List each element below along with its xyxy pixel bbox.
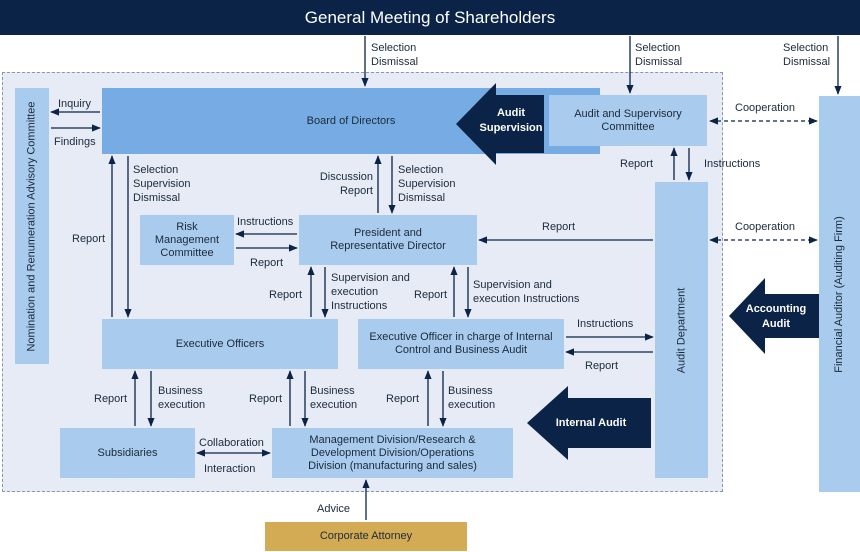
eo-internal-control-box: Executive Officer in charge of Internal …	[358, 319, 564, 369]
subsidiaries-label: Subsidiaries	[97, 446, 158, 459]
management-division-label: Management Division/Research & Developme…	[308, 433, 477, 472]
nomination-committee-label: Nomination and Renumeration Advisory Com…	[25, 100, 38, 352]
risk-report-label: Report	[250, 257, 284, 269]
report-to-ac-label: Report	[620, 158, 654, 170]
instructions-audit-dept-label: Instructions	[577, 318, 634, 330]
executive-officers-box: Executive Officers	[102, 319, 338, 369]
audit-supervision-label: Audit Supervision	[479, 107, 543, 134]
president-box: President and Representative Director	[299, 215, 477, 265]
president-label: President and Representative Director	[330, 227, 446, 252]
subsidiaries-report-label: Report	[94, 393, 128, 405]
audit-department-box: Audit Department	[655, 182, 708, 478]
inquiry-label: Inquiry	[58, 98, 92, 110]
cooperation-label-1: Cooperation	[735, 102, 795, 114]
subsidiaries-box: Subsidiaries	[60, 428, 195, 478]
advice-label: Advice	[317, 503, 351, 515]
selection-dismissal-label-1: Selection Dismissal	[371, 42, 419, 68]
instructions-from-ac-label: Instructions	[704, 158, 761, 170]
audit-dept-report-label: Report	[542, 221, 576, 233]
instructions-risk-label: Instructions	[237, 216, 294, 228]
audit-dept-report-eoi-label: Report	[585, 360, 619, 372]
discussion-report-label: Discussion Report	[319, 171, 373, 197]
audit-department-label: Audit Department	[675, 287, 688, 373]
corporate-attorney-label: Corporate Attorney	[319, 530, 413, 542]
eoi-report-label: Report	[414, 289, 448, 301]
corporate-attorney-box: Corporate Attorney	[265, 522, 467, 551]
mgmt-report-label-2: Report	[386, 393, 420, 405]
management-division-box: Management Division/Research & Developme…	[272, 428, 513, 478]
selection-dismissal-label-2: Selection Dismissal	[635, 42, 683, 68]
general-meeting-header: General Meeting of Shareholders	[0, 0, 860, 35]
nomination-committee-box: Nomination and Renumeration Advisory Com…	[15, 88, 49, 364]
business-execution-label-2: Business execution	[310, 385, 358, 411]
cooperation-label-2: Cooperation	[735, 221, 795, 233]
audit-committee-box: Audit and Supervisory Committee	[549, 95, 707, 146]
eo-internal-control-label: Executive Officer in charge of Internal …	[369, 331, 553, 356]
risk-committee-box: Risk Management Committee	[140, 215, 234, 265]
selection-supervision-dismissal-label-1: Selection Supervision Dismissal	[133, 164, 191, 204]
page-title: General Meeting of Shareholders	[304, 7, 556, 27]
financial-auditor-box: Financial Auditor (Auditing Firm)	[819, 96, 860, 492]
accounting-audit-label: Accounting Audit	[745, 303, 807, 330]
eo-report-to-president-label: Report	[269, 289, 303, 301]
selection-dismissal-label-3: Selection Dismissal	[783, 42, 831, 68]
supervision-execution-label-1: Supervision and execution Instructions	[331, 272, 410, 312]
selection-supervision-dismissal-label-2: Selection Supervision Dismissal	[398, 164, 456, 204]
risk-committee-label: Risk Management Committee	[154, 220, 220, 259]
board-label: Board of Directors	[306, 114, 396, 127]
business-execution-label-1: Business execution	[158, 385, 206, 411]
collaboration-label: Collaboration	[199, 437, 264, 449]
financial-auditor-label: Financial Auditor (Auditing Firm)	[833, 215, 846, 373]
interaction-label: Interaction	[204, 463, 256, 475]
supervision-execution-label-2: Supervision and execution Instructions	[473, 279, 580, 305]
business-execution-label-3: Business execution	[448, 385, 496, 411]
findings-label: Findings	[54, 136, 96, 148]
eo-report-label: Report	[72, 233, 106, 245]
mgmt-report-label-1: Report	[249, 393, 283, 405]
internal-audit-label: Internal Audit	[555, 417, 627, 429]
audit-committee-label: Audit and Supervisory Committee	[574, 107, 682, 133]
executive-officers-label: Executive Officers	[175, 337, 265, 350]
